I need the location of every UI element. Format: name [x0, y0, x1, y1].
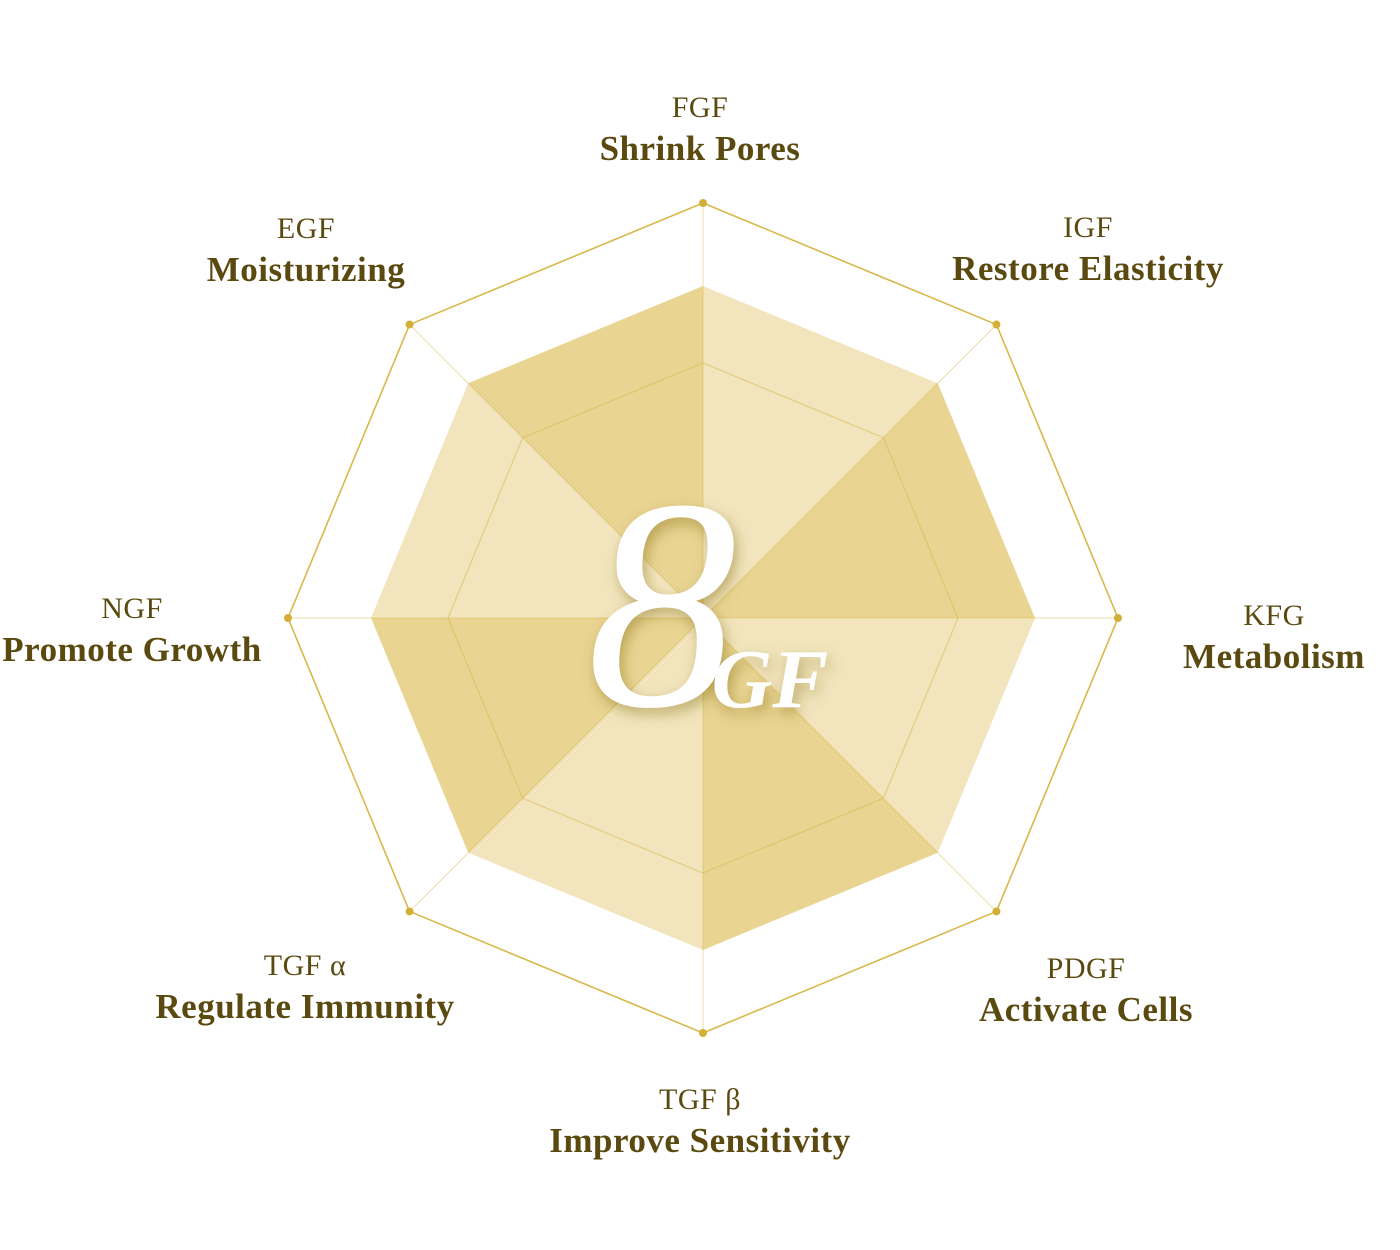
axis-benefit: Activate Cells: [978, 990, 1194, 1029]
axis-spoke: [409, 324, 704, 619]
vertex-dot: [405, 907, 414, 916]
axis-label-fgf: FGF Shrink Pores: [600, 89, 801, 171]
vertex-dot: [992, 907, 1001, 916]
axis-spoke: [702, 617, 997, 912]
vertex-dot: [1114, 614, 1122, 622]
axis-label-tgf-alpha: TGF α Regulate Immunity: [155, 947, 454, 1029]
axis-code: PDGF: [1046, 952, 1126, 985]
center-logo-numeral: 8: [587, 438, 737, 770]
fill-segment: [371, 383, 703, 618]
axis-benefit: Improve Sensitivity: [549, 1121, 851, 1160]
axis-code: TGF α: [263, 949, 347, 982]
axis-benefit: Promote Growth: [2, 630, 262, 669]
axis-benefit: Shrink Pores: [599, 129, 801, 168]
fill-segment: [703, 383, 1035, 618]
fill-segment: [703, 618, 1035, 853]
axis-code: NGF: [101, 592, 163, 625]
vertex-dot: [992, 320, 1001, 329]
axis-label-pdgf: PDGF Activate Cells: [979, 950, 1193, 1032]
axis-code: FGF: [671, 91, 729, 124]
axis-benefit: Restore Elasticity: [952, 249, 1224, 288]
vertex-dot: [284, 614, 292, 622]
axis-code: IGF: [1063, 211, 1113, 244]
axis-code: KFG: [1243, 599, 1305, 632]
axis-benefit: Regulate Immunity: [155, 987, 455, 1026]
filled-segments: [371, 286, 1035, 950]
fill-segment: [468, 618, 703, 950]
axis-label-igf: IGF Restore Elasticity: [952, 209, 1224, 291]
fill-segment: [703, 286, 938, 618]
vertex-dot: [405, 320, 414, 329]
fill-segment: [468, 286, 703, 618]
axis-benefit: Moisturizing: [206, 250, 406, 289]
center-logo-suffix: GF: [712, 633, 829, 726]
vertex-dot: [699, 1029, 707, 1037]
center-logo: 8 GF: [587, 438, 828, 770]
axis-label-ngf: NGF Promote Growth: [2, 590, 261, 672]
axis-label-tgf-beta: TGF β Improve Sensitivity: [549, 1081, 851, 1163]
axis-spoke: [409, 617, 704, 912]
axis-benefit: Metabolism: [1183, 637, 1365, 676]
axis-code: TGF β: [659, 1083, 741, 1116]
axis-spoke: [702, 324, 997, 619]
fill-segment: [703, 618, 938, 950]
axis-label-kfg: KFG Metabolism: [1183, 597, 1365, 679]
fill-segment: [371, 618, 703, 853]
axis-label-egf: EGF Moisturizing: [207, 210, 405, 292]
vertex-dot: [699, 199, 707, 207]
vertex-dots: [284, 199, 1122, 1037]
axis-code: EGF: [276, 212, 336, 245]
